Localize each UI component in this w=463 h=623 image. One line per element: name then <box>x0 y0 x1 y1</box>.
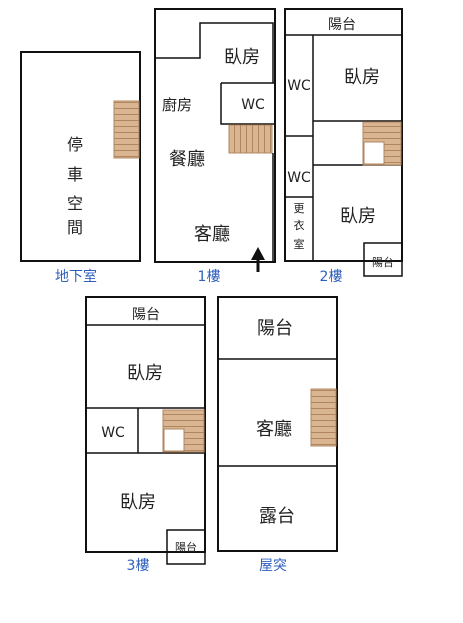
roof-balcony-label: 陽台 <box>257 318 293 339</box>
f2-small-balcony-label: 陽台 <box>372 255 394 269</box>
f3-stair-landing <box>163 428 185 452</box>
f1-living-label: 客廳 <box>194 224 230 245</box>
roof-stairs <box>310 388 337 447</box>
f1-kitchen-label: 廚房 <box>162 96 192 114</box>
f1-wc-label: WC <box>241 97 265 113</box>
f3-small-balcony-label: 陽台 <box>175 540 197 554</box>
roof-terrace-label: 露台 <box>259 506 295 527</box>
f2-bedroom-lower-label: 臥房 <box>340 206 376 227</box>
first-floor-plan: 臥房 WC 廚房 餐廳 客廳 1樓 <box>154 8 276 285</box>
f3-floor-label: 3樓 <box>127 558 150 574</box>
f3-small-balcony <box>166 529 206 565</box>
f3-bedroom-upper-label: 臥房 <box>127 363 163 384</box>
f1-bedroom-label: 臥房 <box>224 47 260 68</box>
basement-plan: 停 車 空 間 地下室 <box>20 51 141 285</box>
parking-char-3: 空 <box>67 194 83 213</box>
f1-floor-label: 1樓 <box>198 269 221 285</box>
f1-bedroom-walls <box>155 22 274 83</box>
f3-wc-label: WC <box>101 425 125 441</box>
parking-char-2: 車 <box>67 165 83 184</box>
f3-balcony-top-label: 陽台 <box>132 307 160 323</box>
f1-stairs <box>228 124 273 154</box>
roof-living-label: 客廳 <box>256 419 292 440</box>
f2-dressing-char-3: 室 <box>294 237 305 251</box>
f2-stair-landing <box>363 141 385 165</box>
roof-outline <box>217 296 338 552</box>
f2-wc-upper-label: WC <box>287 78 311 94</box>
entrance-arrow-icon <box>251 247 265 272</box>
f2-dressing-char-1: 更 <box>294 202 305 215</box>
basement-stairs <box>113 100 140 159</box>
f1-dining-label: 餐廳 <box>169 149 205 170</box>
f2-wc-lower-label: WC <box>287 170 311 186</box>
parking-char-1: 停 <box>67 135 83 154</box>
f1-outline <box>154 8 276 263</box>
f2-floor-label: 2樓 <box>320 269 343 285</box>
second-floor-plan: 陽台 WC 臥房 WC 更 衣 室 臥房 陽台 2樓 <box>284 8 403 285</box>
basement-floor-label: 地下室 <box>55 268 97 285</box>
third-floor-plan: 陽台 臥房 WC 臥房 陽台 3樓 <box>85 296 206 574</box>
f2-outline <box>284 8 403 262</box>
f3-outline <box>85 296 206 553</box>
f1-wc-walls <box>220 83 274 125</box>
basement-outline <box>20 51 141 262</box>
f3-bedroom-lower-label: 臥房 <box>120 492 156 513</box>
f2-dressing-char-2: 衣 <box>294 218 305 232</box>
parking-char-4: 間 <box>67 218 83 237</box>
roof-floor-label: 屋突 <box>259 558 287 574</box>
f2-balcony-top-label: 陽台 <box>328 17 356 33</box>
roof-plan: 陽台 客廳 露台 屋突 <box>217 296 338 574</box>
f2-small-balcony <box>363 242 403 277</box>
f2-bedroom-upper-label: 臥房 <box>344 67 380 88</box>
